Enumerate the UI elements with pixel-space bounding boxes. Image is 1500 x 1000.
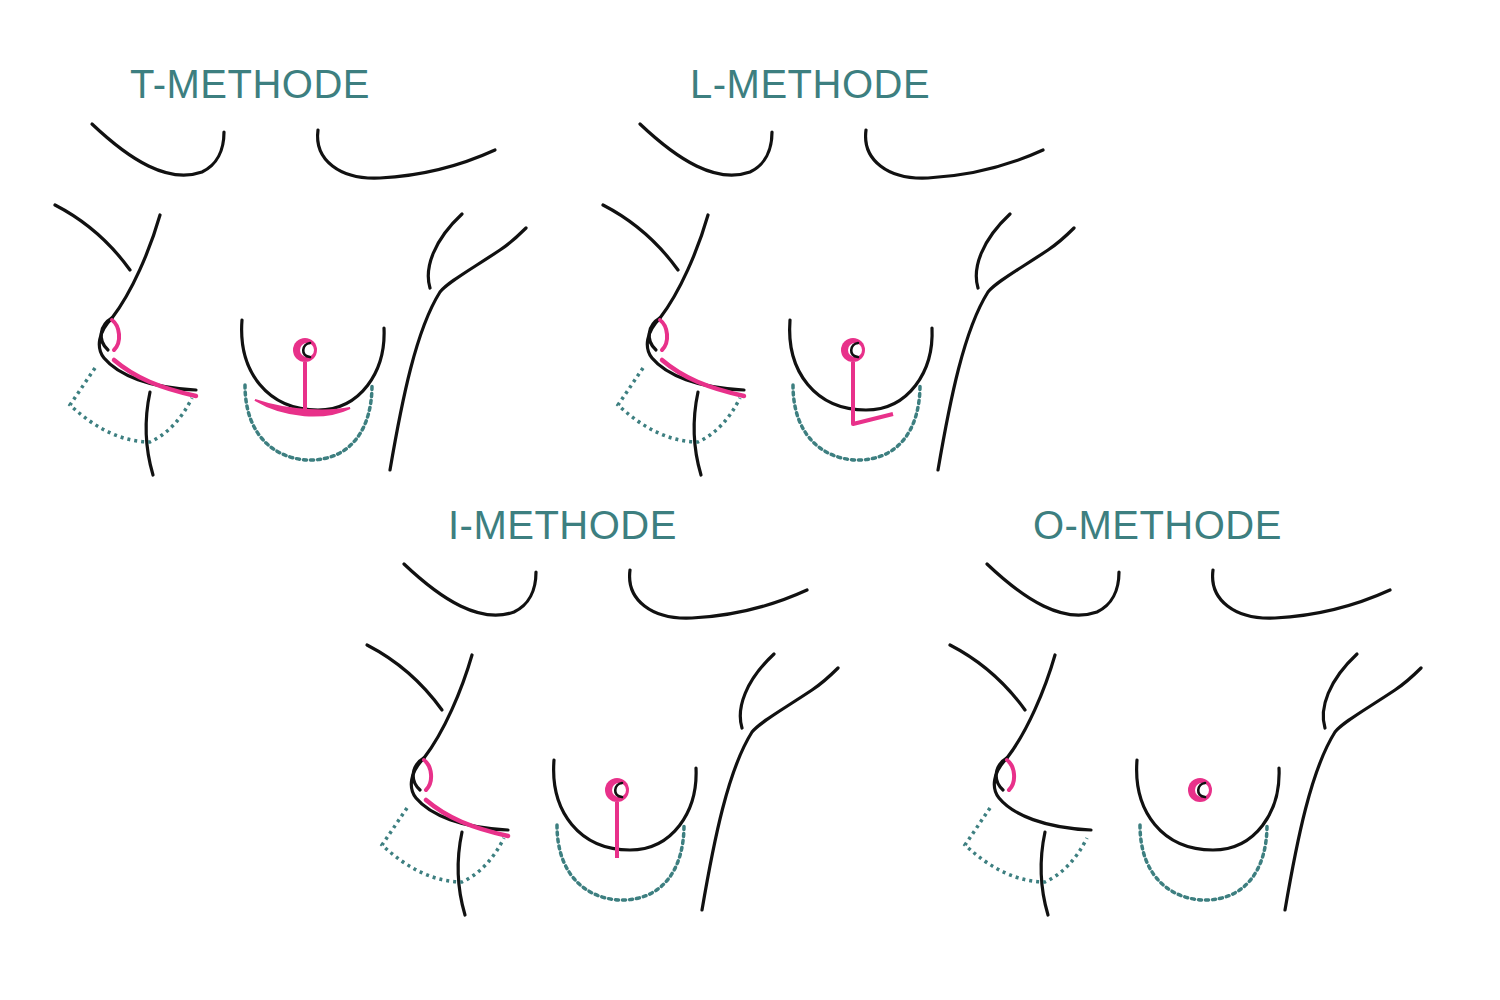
method-heading: O-METHODE — [1033, 505, 1282, 545]
method-heading: T-METHODE — [130, 64, 370, 104]
l-method-figure — [603, 124, 1074, 475]
method-heading: L-METHODE — [690, 64, 930, 104]
o-method-figure — [950, 564, 1421, 915]
i-method-figure — [367, 564, 838, 915]
method-heading: I-METHODE — [448, 505, 677, 545]
t-method-figure — [55, 124, 526, 475]
